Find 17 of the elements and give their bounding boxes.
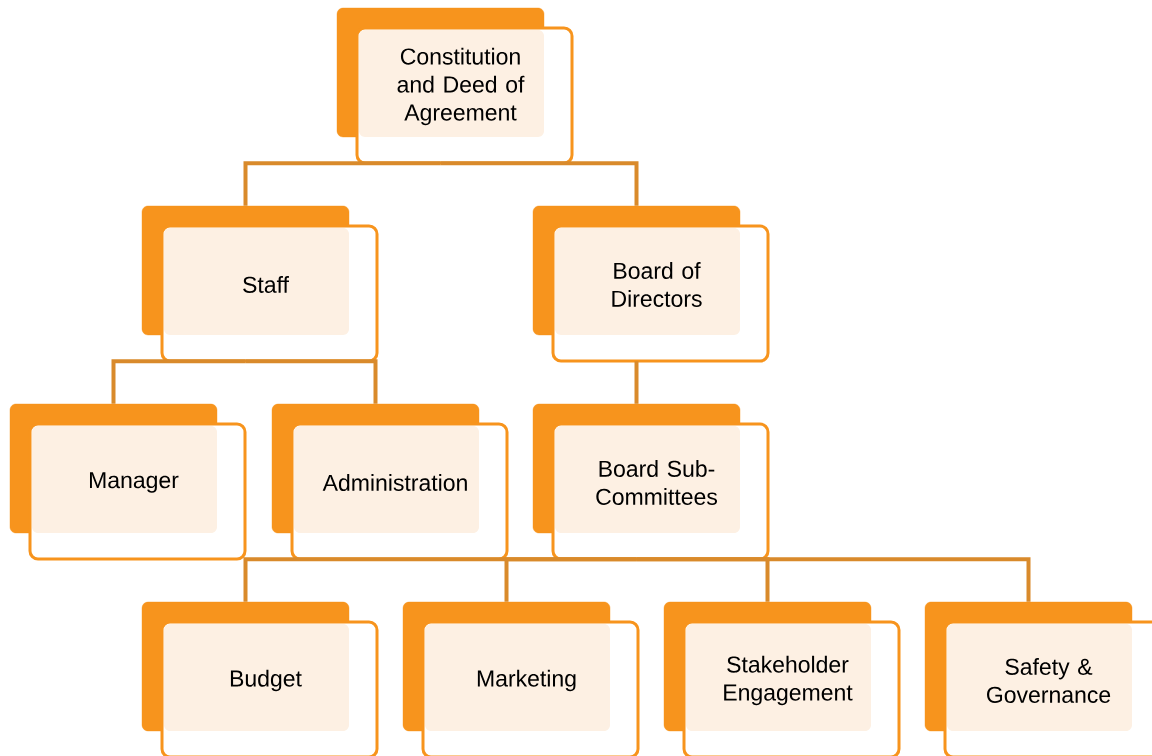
connector	[634, 361, 639, 404]
connector	[111, 359, 246, 404]
org-box: Board Sub-Committees	[532, 403, 770, 561]
org-box: Budget	[141, 601, 379, 756]
org-box: Constitution and Deed of Agreement	[336, 7, 574, 165]
org-box: Manager	[9, 403, 247, 561]
connector	[440, 161, 639, 206]
connector	[636, 557, 1031, 602]
org-box: Administration	[271, 403, 509, 561]
connector	[243, 161, 441, 206]
org-box: Board of Directors	[532, 205, 770, 363]
org-box: Staff	[141, 205, 379, 363]
org-box: Safety & Governance	[924, 601, 1152, 756]
connector	[504, 557, 637, 602]
org-box: Stakeholder Engagement	[663, 601, 901, 756]
connector	[245, 359, 378, 404]
org-box: Marketing	[402, 601, 640, 756]
